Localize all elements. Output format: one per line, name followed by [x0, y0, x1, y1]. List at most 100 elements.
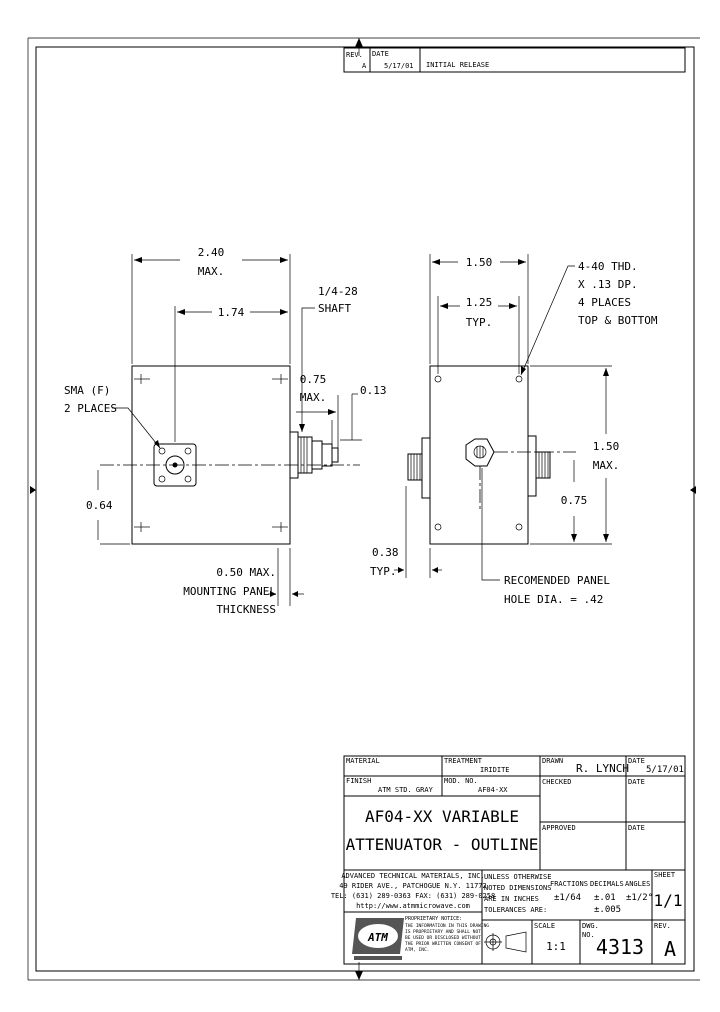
revision-block: REV. A DATE 5/17/01 INITIAL RELEASE [343, 47, 686, 73]
rev-label: REV. [346, 51, 363, 59]
sheet-value: 1/1 [654, 891, 683, 910]
company-line-4: http://www.atmmicrowave.com [356, 902, 470, 910]
drawing-border [27, 37, 700, 981]
rev-date-value: 5/17/01 [384, 62, 414, 70]
sheet-label: SHEET [654, 871, 676, 879]
third-angle-projection-icon [484, 931, 527, 953]
rev-description: INITIAL RELEASE [426, 61, 489, 69]
front-width-max: MAX. [198, 265, 225, 278]
side-right-connector [527, 435, 551, 497]
shaft-label-1: 1/4-28 [318, 285, 358, 298]
scale-value: 1:1 [546, 940, 566, 953]
scale-label: SCALE [534, 922, 555, 930]
side-body-outline [429, 365, 529, 545]
side-center-dim: 0.75 [561, 494, 588, 507]
proprietary-title: PROPRIETARY NOTICE: [405, 916, 462, 922]
title-rev-value: A [664, 937, 676, 961]
proprietary-line-4: THE PRIOR WRITTEN CONSENT OF [405, 941, 481, 947]
title-rev-label: REV. [654, 922, 671, 930]
thread-note-3: 4 PLACES [578, 296, 631, 309]
drawn-date-value: 5/17/01 [646, 765, 684, 775]
tolerance-line-3: ARE IN INCHES [484, 895, 539, 903]
side-width-dim: 1.50 [466, 256, 493, 269]
company-line-1: ADVANCED TECHNICAL MATERIALS, INC. [341, 872, 484, 880]
treatment-value: IRIDITE [480, 766, 510, 774]
title-line-1: AF04-XX VARIABLE [365, 807, 519, 826]
side-hole-spacing-dim: 1.25 [466, 296, 493, 309]
side-left-connector [407, 437, 431, 499]
side-height-max: MAX. [593, 459, 620, 472]
fractions-label: FRACTIONS [550, 880, 588, 888]
finish-value: ATM STD. GRAY [378, 786, 434, 794]
panel-label-3: THICKNESS [216, 603, 276, 616]
mount-hole-br [515, 523, 523, 531]
mod-value: AF04-XX [478, 786, 508, 794]
sma-label-1: SMA (F) [64, 384, 110, 397]
side-hole-spacing-typ: TYP. [466, 316, 493, 329]
panel-label-2: MOUNTING PANEL [183, 585, 276, 598]
approved-date-label: DATE [628, 824, 645, 832]
company-line-3: TEL: (631) 289-0363 FAX: (631) 289-0258 [331, 892, 495, 900]
approved-label: APPROVED [542, 824, 576, 832]
drawn-date-label: DATE [628, 757, 645, 765]
tolerance-line-1: UNLESS OTHERWISE [484, 873, 551, 881]
rev-date-label: DATE [372, 50, 389, 58]
rev-value: A [362, 62, 367, 70]
angles-label: ANGLES [625, 880, 650, 888]
proprietary-line-5: ATM, INC. [405, 947, 429, 953]
dwg-label-2: NO. [582, 931, 595, 939]
title-block: MATERIAL TREATMENT IRIDITE FINISH ATM ST… [331, 755, 686, 965]
treatment-label: TREATMENT [444, 757, 483, 765]
panel-label-1: 0.50 MAX. [216, 566, 276, 579]
front-body-outline [131, 365, 291, 545]
hex-nut [465, 438, 495, 467]
shaft-len-dim: 0.75 [300, 373, 327, 386]
attenuator-shaft [289, 431, 339, 479]
shaft-len-max: MAX. [300, 391, 327, 404]
mount-hole-bl [434, 523, 442, 531]
proprietary-line-2: IS PROPRIETARY AND SHALL NOT [405, 929, 481, 935]
side-offset-typ: TYP. [370, 565, 397, 578]
fractions-value: ±1/64 [554, 893, 581, 903]
drawn-value: R. LYNCH [576, 762, 629, 775]
side-height-dim: 1.50 [593, 440, 620, 453]
company-logo: ATM [352, 918, 404, 960]
front-center-dim: 1.74 [218, 306, 245, 319]
drawn-label: DRAWN [542, 757, 563, 765]
tolerance-line-4: TOLERANCES ARE: [484, 906, 547, 914]
shaft-tip-dim: 0.13 [360, 384, 387, 397]
left-center-mark [30, 486, 36, 494]
proprietary-line-1: THE INFORMATION IN THIS DRAWING [405, 923, 489, 929]
front-width-dim: 2.40 [198, 246, 225, 259]
front-height-dim: 0.64 [86, 499, 113, 512]
finish-label: FINISH [346, 777, 371, 785]
shaft-label-2: SHAFT [318, 302, 351, 315]
decimals-value-2: ±.005 [594, 905, 621, 915]
logo-text: ATM [367, 931, 388, 944]
checked-date-label: DATE [628, 778, 645, 786]
thread-note-1: 4-40 THD. [578, 260, 638, 273]
dwg-number: 4313 [596, 935, 644, 959]
material-label: MATERIAL [346, 757, 380, 765]
side-offset-dim: 0.38 [372, 546, 399, 559]
checked-label: CHECKED [542, 778, 572, 786]
proprietary-line-3: BE USED OR DISCLOSED WITHOUT [405, 935, 481, 941]
mount-hole-tl [434, 375, 442, 383]
dwg-label-1: DWG. [582, 922, 599, 930]
side-view: 1.50 1.25 TYP. 4-40 THD. X .13 DP. 4 PLA… [370, 254, 658, 606]
thread-note-4: TOP & BOTTOM [578, 314, 658, 327]
front-view: 2.40 MAX. 1.74 1/4-28 SHAFT 0.75 MAX. 0.… [64, 246, 387, 616]
tolerance-line-2: NOTED DIMENSIONS [484, 884, 551, 892]
hole-note-1: RECOMENDED PANEL [504, 574, 610, 587]
right-center-mark [690, 486, 696, 494]
mod-label: MOD. NO. [444, 777, 478, 785]
front-corner-marks [134, 374, 288, 532]
sma-label-2: 2 PLACES [64, 402, 117, 415]
mount-hole-tr [515, 375, 523, 383]
angles-value: ±1/2° [626, 893, 653, 903]
decimals-value-1: ±.01 [594, 893, 616, 903]
company-line-2: 49 RIDER AVE., PATCHOGUE N.Y. 11772 [339, 882, 487, 890]
hole-note-2: HOLE DIA. = .42 [504, 593, 603, 606]
decimals-label: DECIMALS [590, 880, 624, 888]
